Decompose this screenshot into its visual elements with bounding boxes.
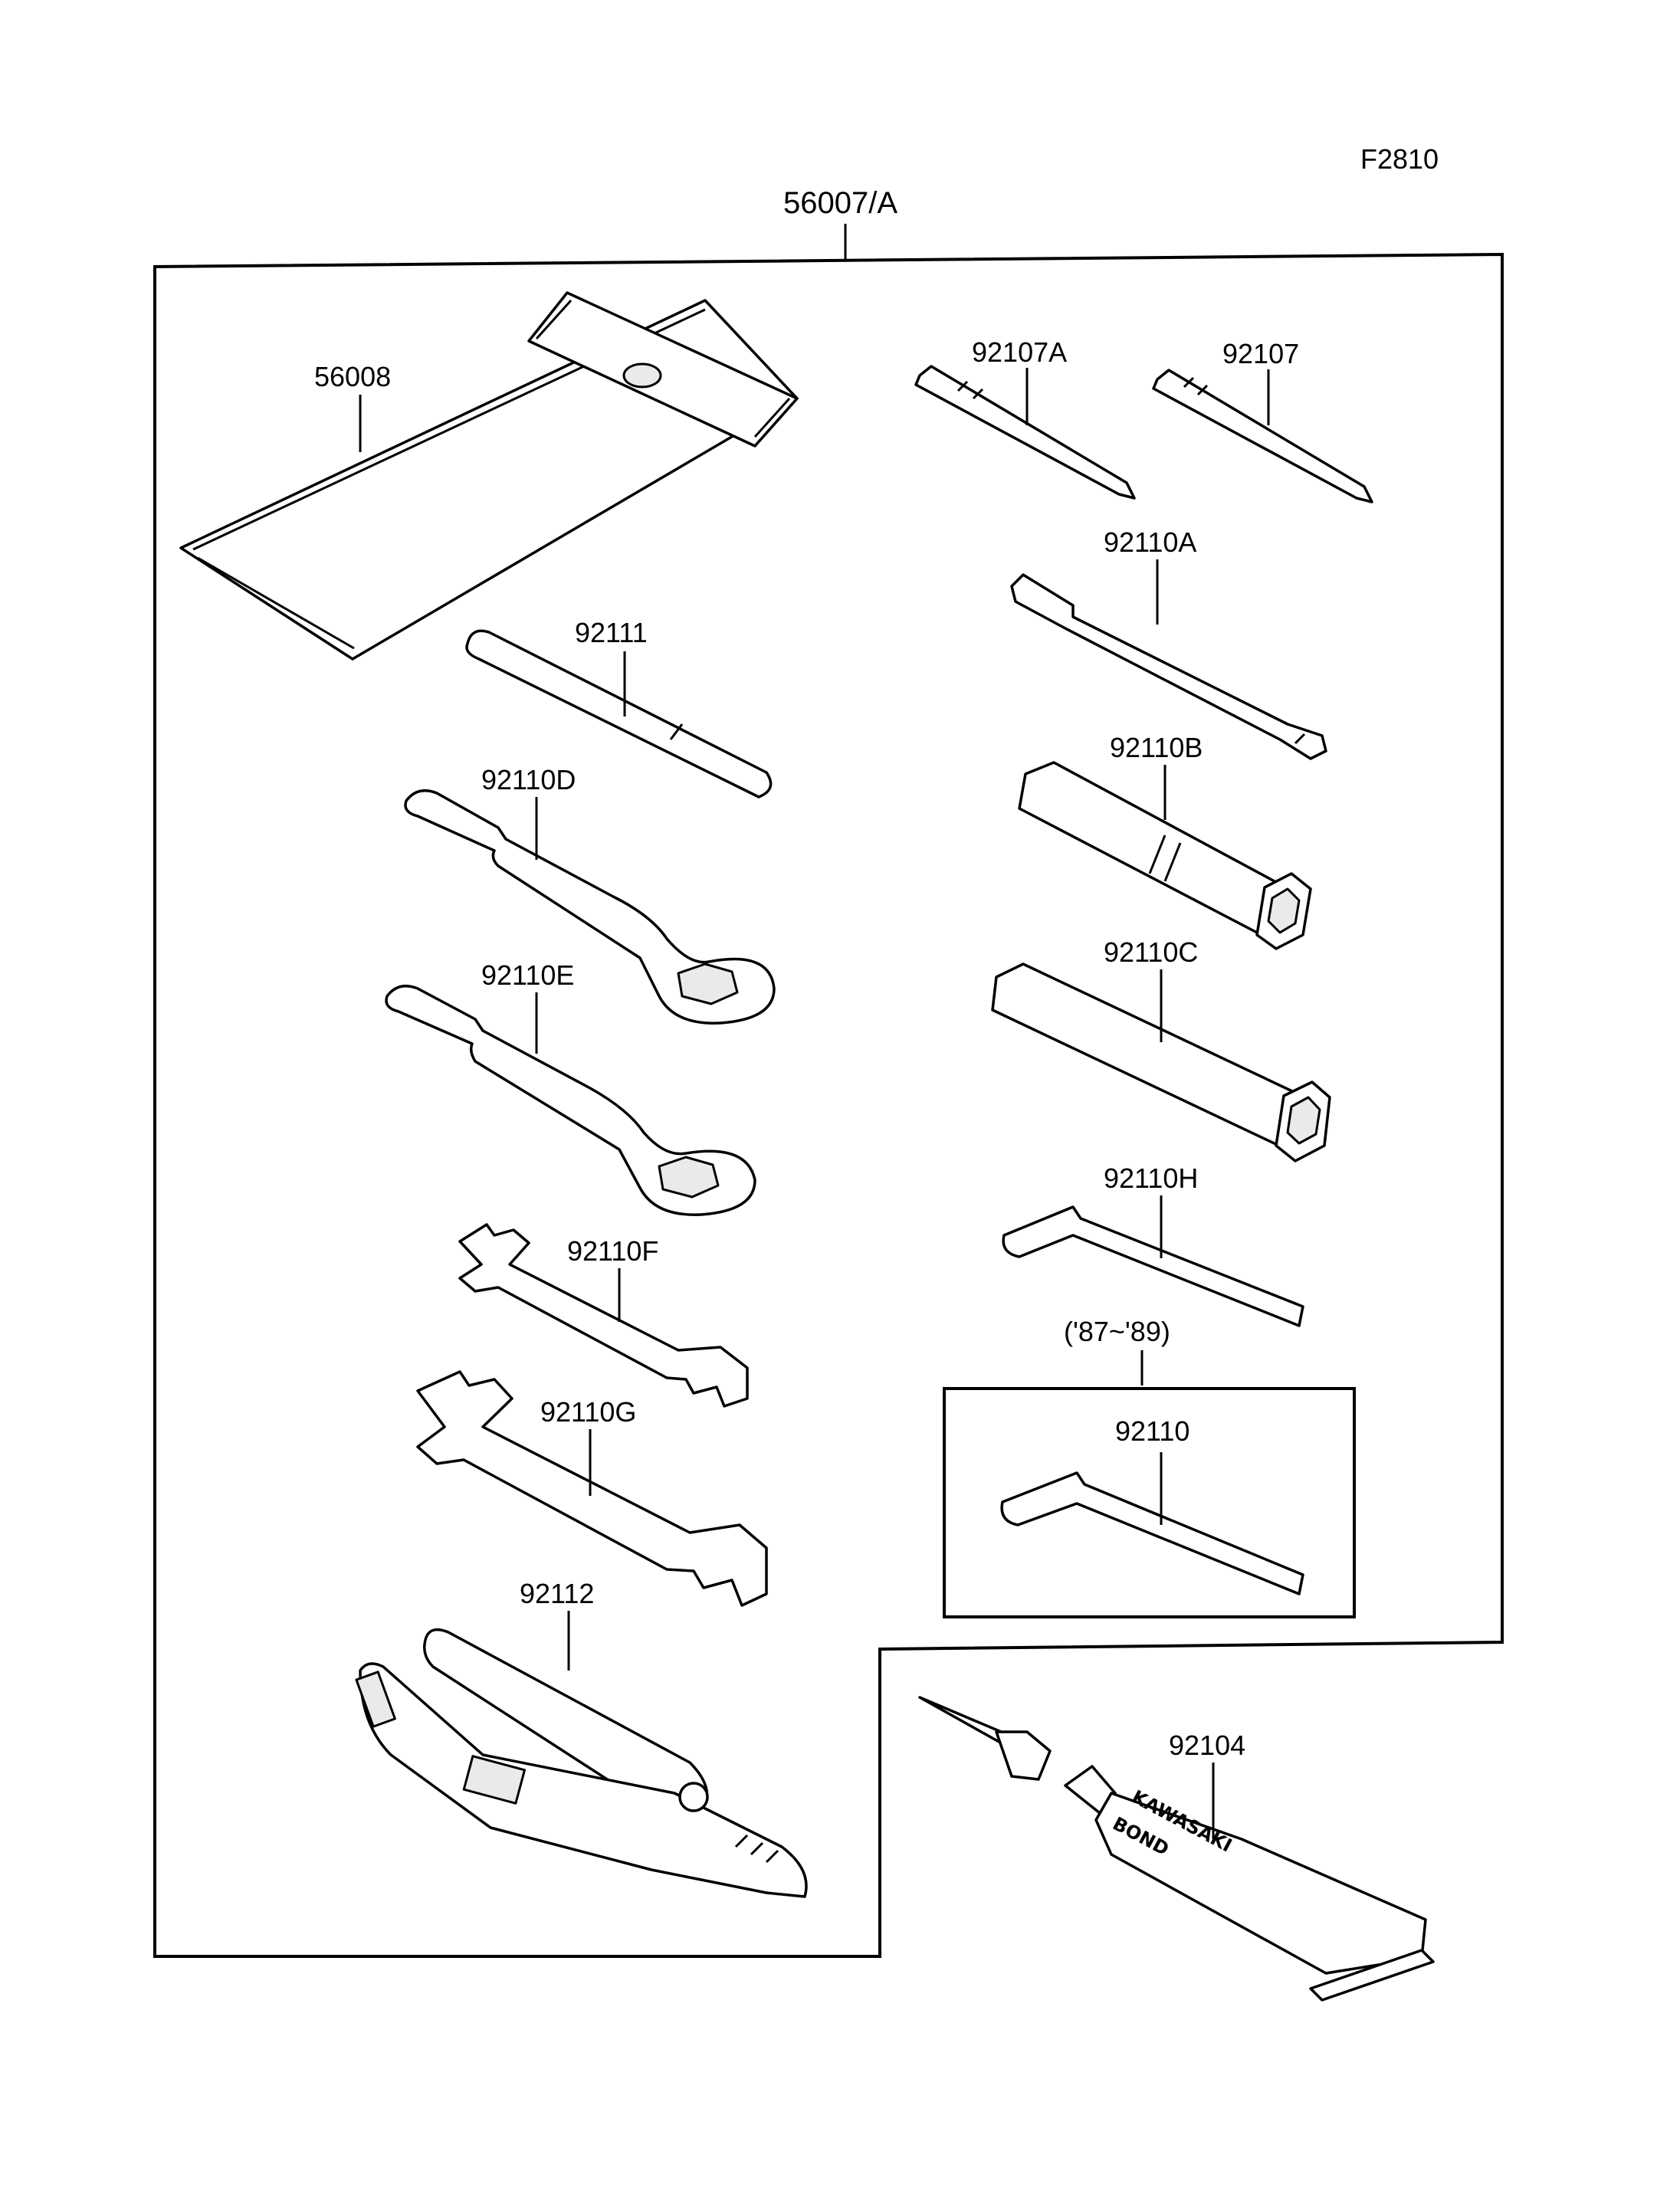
part-number-92110: 92110 — [1115, 1415, 1189, 1447]
part-number-92110B: 92110B — [1110, 732, 1203, 763]
extension-bar-icon — [465, 629, 773, 798]
figure-code: F2810 — [1360, 143, 1439, 175]
part-number-92104: 92104 — [1169, 1730, 1245, 1761]
era-note: ('87~'89) — [1064, 1316, 1170, 1347]
part-number-92110F: 92110F — [567, 1235, 658, 1267]
part-number-92110D: 92110D — [481, 764, 576, 795]
screwdriver-bit-a-icon — [914, 365, 1136, 500]
tool-bag-icon — [179, 291, 799, 661]
screwdriver-bit-icon — [1152, 369, 1373, 503]
spoke-wrench-icon — [1010, 573, 1327, 760]
era-box — [943, 1387, 1356, 1618]
part-number-92110H: 92110H — [1104, 1162, 1198, 1194]
bond-tube-icon — [918, 1696, 1435, 2002]
part-number-92110G: 92110G — [540, 1396, 636, 1428]
kit-outline — [153, 252, 1504, 1958]
part-number-92111: 92111 — [575, 617, 648, 648]
kit-label: 56007/A — [783, 186, 897, 220]
part-number-92110E: 92110E — [481, 959, 574, 991]
open-wrench-f-icon — [458, 1223, 749, 1408]
hex-key-icon — [1000, 1471, 1304, 1595]
part-number-92110C: 92110C — [1104, 936, 1198, 968]
pliers-icon — [355, 1628, 808, 1898]
part-number-92112: 92112 — [520, 1578, 594, 1609]
socket-wrench-c-icon — [991, 962, 1331, 1162]
part-number-56008: 56008 — [314, 361, 391, 392]
box-wrench-d-icon — [404, 789, 776, 1025]
part-number-92107: 92107 — [1222, 338, 1299, 369]
socket-wrench-b-icon — [1018, 761, 1312, 950]
open-wrench-g-icon — [416, 1370, 768, 1607]
box-wrench-e-icon — [385, 984, 756, 1216]
part-number-92107A: 92107A — [972, 336, 1067, 368]
hex-key-h-icon — [1002, 1205, 1304, 1327]
part-number-92110A: 92110A — [1104, 526, 1196, 558]
